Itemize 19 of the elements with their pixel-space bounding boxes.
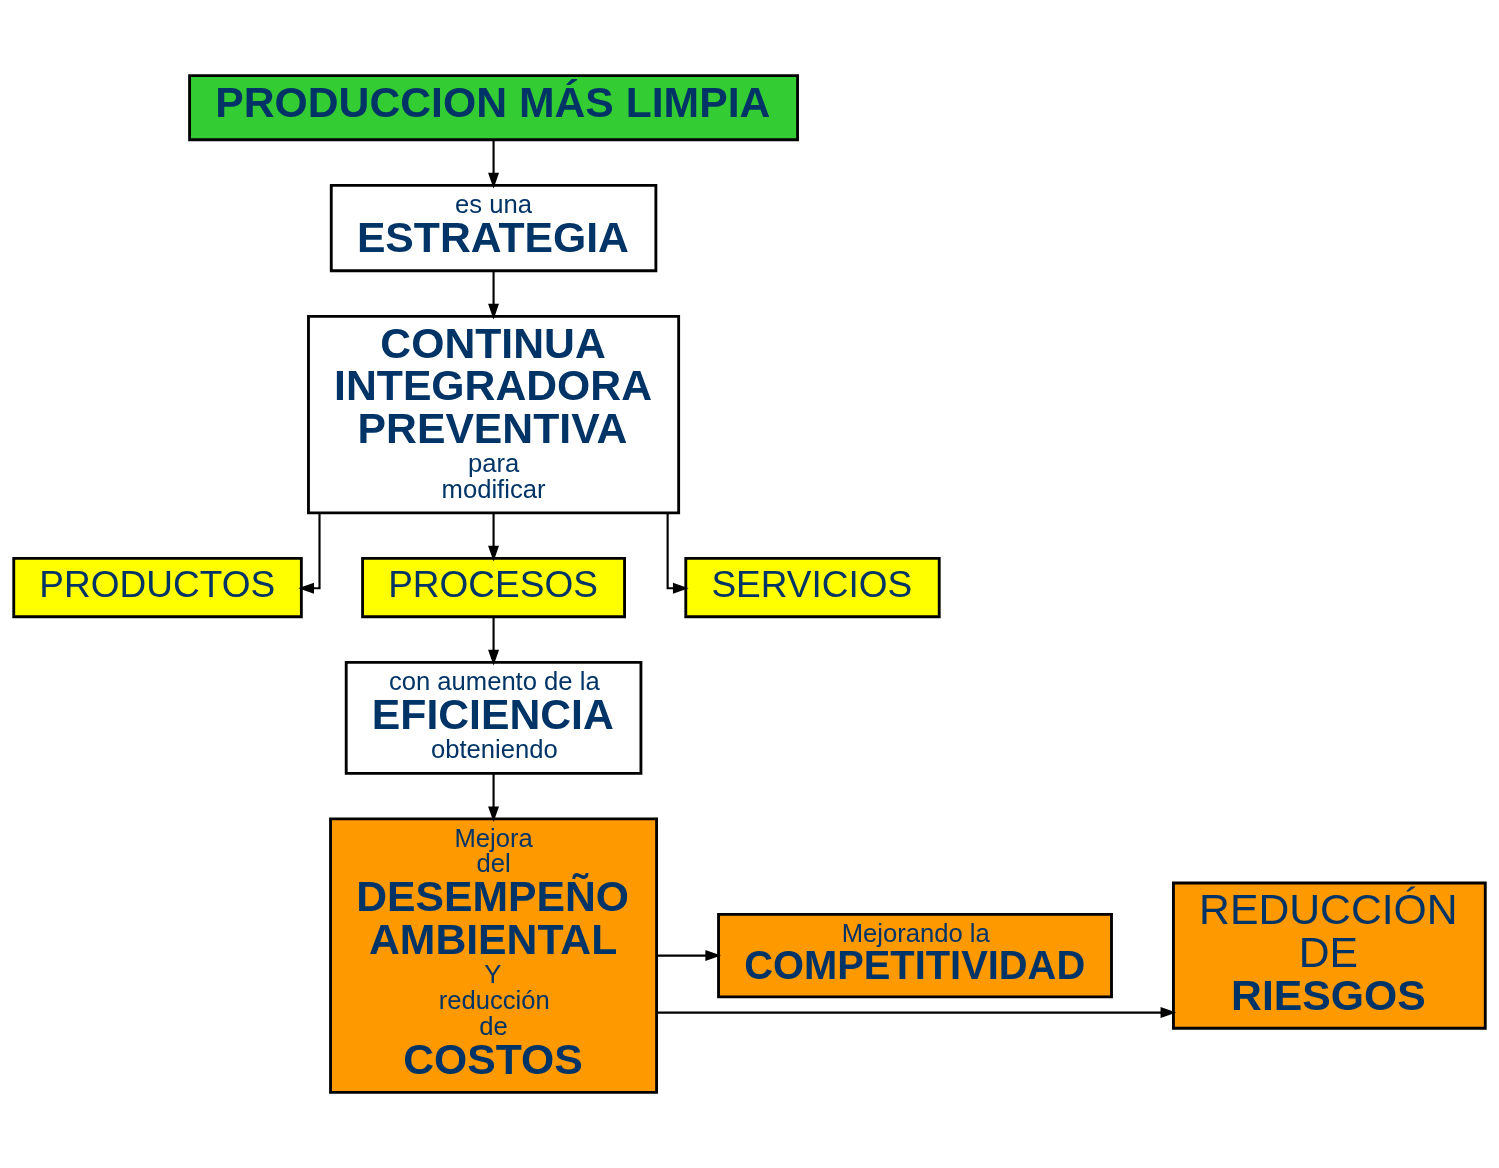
node-box: PROCESOS [361,556,626,619]
node-box: Mejorando la COMPETITIVIDAD [717,912,1113,999]
arrow [488,513,500,562]
node-box: con aumento de la EFICIENCIA obteniendo [344,660,643,775]
node-box: REDUCCIÓN DE RIESGOS [1172,881,1487,1030]
arrow [488,617,500,666]
node-box: PRODUCTOS [12,556,303,619]
arrow [298,513,321,594]
arrow [657,950,722,962]
arrow [488,139,500,189]
arrow [488,773,500,823]
node-box: PRODUCCION MÁS LIMPIA [188,74,799,142]
node-box: SERVICIOS [684,556,941,619]
node-box: Mejora del DESEMPEÑO AMBIENTAL Y reducción de COSTOS [329,817,659,1094]
node-box: CONTINUA INTEGRADORA PREVENTIVA para modificar [307,314,681,515]
arrow [656,1007,1177,1019]
arrow [666,513,689,594]
node-box: es una ESTRATEGIA [329,183,658,273]
arrow [488,270,500,320]
